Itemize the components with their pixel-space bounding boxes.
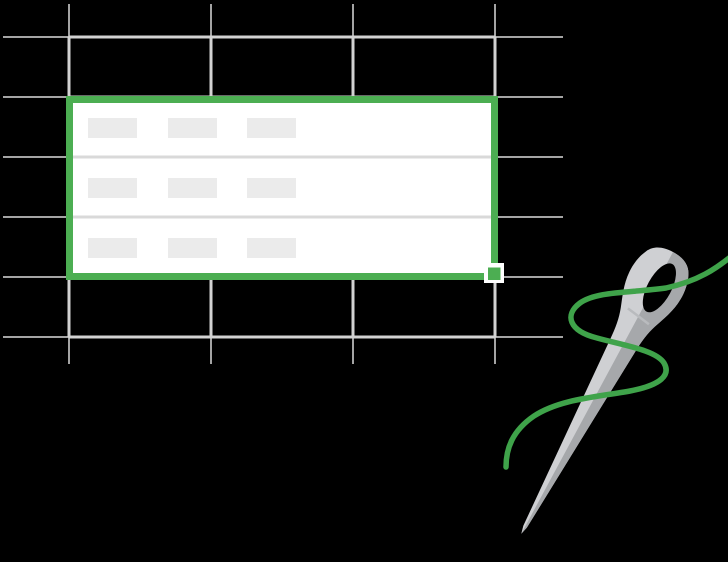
cell-text-placeholder [168, 238, 217, 258]
cell-text-placeholder [247, 178, 296, 198]
cell-text-placeholder [168, 178, 217, 198]
cell-text-placeholder [88, 178, 137, 198]
thread [503, 255, 728, 470]
selected-range [66, 96, 504, 283]
needle-group [521, 247, 689, 534]
needle-crease [627, 307, 650, 326]
selection-row-separators [73, 155, 491, 219]
cell-text-placeholder [247, 238, 296, 258]
cell-text-placeholder [247, 118, 296, 138]
cell-text-placeholder [88, 118, 137, 138]
cell-text-placeholder [88, 238, 137, 258]
fill-handle [488, 267, 501, 280]
cell-text-placeholder [168, 118, 217, 138]
cell-text-placeholders [88, 118, 296, 258]
